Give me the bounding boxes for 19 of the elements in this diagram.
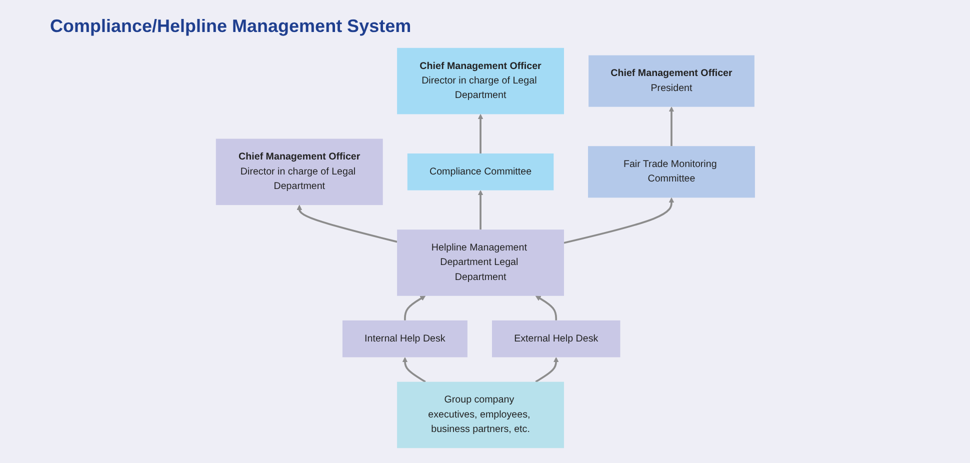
arrow	[563, 197, 674, 244]
arrow	[668, 106, 674, 146]
node-box: Chief Management Officer Director in charge of Legal Department	[215, 138, 382, 206]
arrow	[477, 114, 483, 154]
node-box: External Help Desk	[492, 320, 620, 358]
arrow	[402, 357, 426, 383]
diagram-title: Compliance/Helpline Management System	[50, 16, 412, 37]
node-box: Chief Management Officer Director in charge of Legal Department	[396, 48, 564, 114]
arrow	[404, 296, 426, 320]
arrow	[534, 357, 558, 383]
node-box: Fair Trade Monitoring Committee	[588, 146, 755, 198]
arrow	[296, 204, 397, 243]
arrow	[535, 296, 557, 320]
node-box: Group company executives, employees, business partners, etc.	[396, 382, 564, 448]
node-box: Helpline Management Department Legal Department	[396, 230, 564, 296]
node-box: Compliance Committee	[406, 153, 554, 190]
node-box: Internal Help Desk	[342, 320, 467, 358]
node-box: Chief Management Officer President	[588, 55, 754, 107]
arrow	[477, 190, 483, 230]
